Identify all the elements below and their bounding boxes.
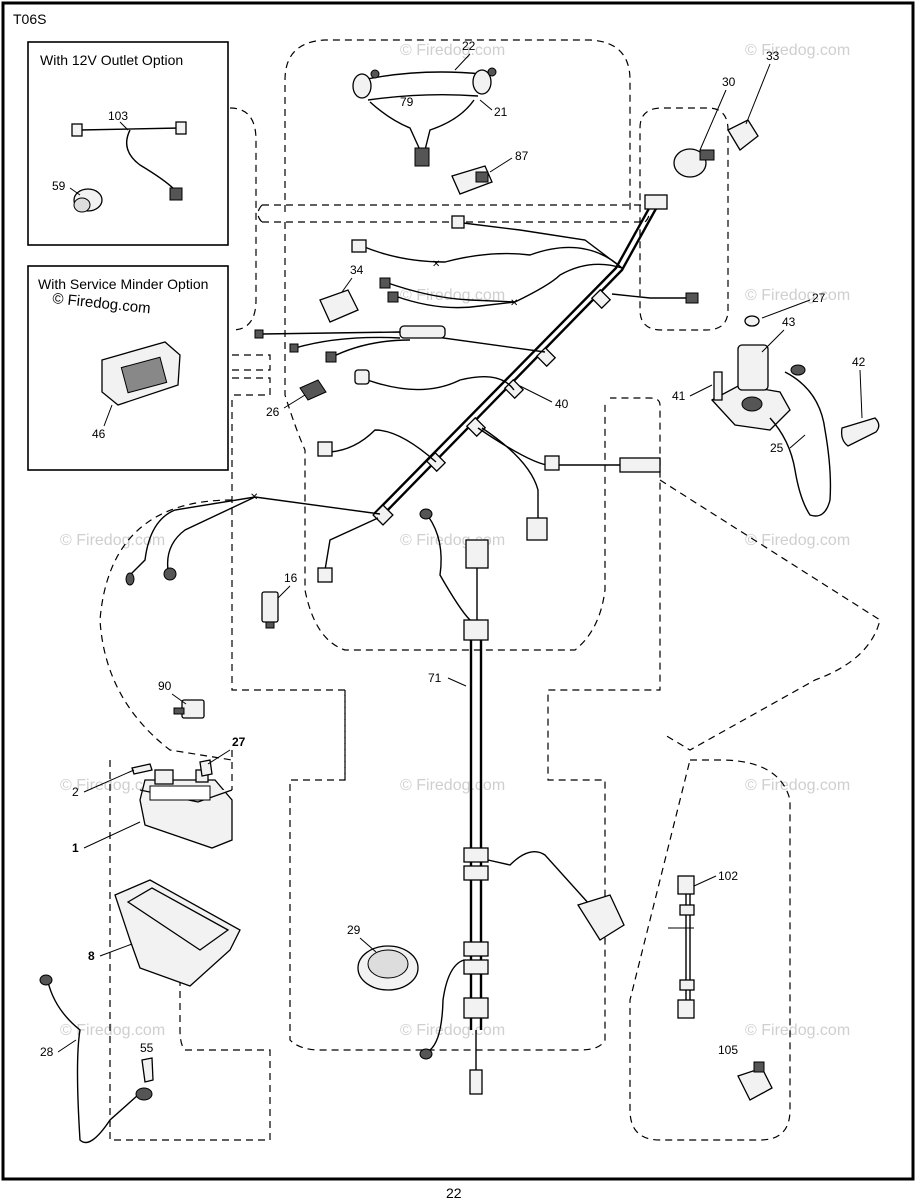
connector-icon bbox=[644, 194, 668, 210]
bolt-icon bbox=[713, 371, 723, 401]
callout-105: 105 bbox=[718, 1043, 738, 1057]
callout-26: 26 bbox=[266, 405, 280, 419]
headlight-assembly: 22 79 21 bbox=[352, 39, 508, 167]
connector-icon bbox=[169, 187, 183, 201]
callout-27: 27 bbox=[232, 735, 246, 749]
nut-icon bbox=[199, 759, 213, 777]
callout-79: 79 bbox=[400, 95, 414, 109]
connector-icon bbox=[71, 123, 83, 137]
solenoid-105-part: 105 bbox=[718, 1043, 773, 1101]
callout-43: 43 bbox=[782, 315, 796, 329]
callout-40: 40 bbox=[555, 397, 569, 411]
watermark: © Firedog.com bbox=[60, 1022, 165, 1039]
connector-icon bbox=[351, 239, 367, 253]
callout-33: 33 bbox=[766, 49, 780, 63]
callout-25: 25 bbox=[770, 441, 784, 455]
watermark: © Firedog.com bbox=[745, 1022, 850, 1039]
watermarks: © Firedog.com © Firedog.com © Firedog.co… bbox=[60, 42, 850, 1039]
connector-icon bbox=[677, 875, 695, 895]
terminal-boot-icon bbox=[840, 417, 880, 447]
svg-text:✕: ✕ bbox=[510, 298, 518, 309]
fuse-icon bbox=[299, 379, 327, 401]
diode-part: 90 bbox=[158, 679, 205, 719]
callout-87: 87 bbox=[515, 149, 529, 163]
pto-switch-icon bbox=[319, 289, 359, 323]
connector-icon bbox=[414, 147, 430, 167]
callout-21: 21 bbox=[494, 105, 508, 119]
inset-outlet-title: With 12V Outlet Option bbox=[40, 52, 183, 68]
callout-42: 42 bbox=[852, 355, 866, 369]
seat-switch-part: 16 bbox=[261, 571, 298, 629]
watermark: © Firedog.com bbox=[400, 42, 505, 59]
frame-outline bbox=[99, 39, 881, 1141]
page-number: 22 bbox=[446, 1185, 462, 1200]
battery-assembly: 27 2 1 bbox=[72, 735, 246, 855]
fuse-holder-part: 102 bbox=[668, 869, 738, 1019]
battery-tray: 8 bbox=[88, 879, 241, 987]
callout-55: 55 bbox=[140, 1041, 154, 1055]
horn-part: 29 bbox=[347, 923, 419, 991]
inset-minder-title: With Service Minder Option bbox=[38, 276, 208, 292]
callout-2: 2 bbox=[72, 785, 79, 799]
callout-71: 71 bbox=[428, 671, 442, 685]
solenoid-icon bbox=[737, 344, 769, 391]
callout-29: 29 bbox=[347, 923, 361, 937]
callout-30: 30 bbox=[722, 75, 736, 89]
page-label: T06S bbox=[13, 11, 46, 27]
connector-icon bbox=[175, 121, 187, 135]
svg-text:✕: ✕ bbox=[432, 259, 440, 270]
watermark: © Firedog.com bbox=[745, 777, 850, 794]
ignition-switch-icon bbox=[673, 148, 707, 178]
callout-102: 102 bbox=[718, 869, 738, 883]
callout-46: 46 bbox=[92, 427, 106, 441]
washer-icon bbox=[744, 315, 760, 327]
watermark: © Firedog.com bbox=[60, 777, 165, 794]
connector-icon bbox=[526, 517, 548, 541]
ground-cable: 28 55 bbox=[39, 974, 154, 1144]
fuse-part: 26 bbox=[266, 379, 327, 419]
connector-icon bbox=[451, 215, 465, 229]
watermark: © Firedog.com bbox=[745, 287, 850, 304]
callout-28: 28 bbox=[40, 1045, 54, 1059]
main-wiring-harness: ✕ ✕ ✕ 40 bbox=[125, 194, 699, 586]
inset-service-minder: With Service Minder Option © Firedog.com… bbox=[27, 265, 229, 471]
watermark: © Firedog.com bbox=[60, 532, 165, 549]
watermark: © Firedog.com bbox=[400, 1022, 505, 1039]
callout-103: 103 bbox=[108, 109, 128, 123]
ignition-switch: 30 33 bbox=[673, 49, 780, 178]
callout-90: 90 bbox=[158, 679, 172, 693]
callout-41: 41 bbox=[672, 389, 686, 403]
callout-59: 59 bbox=[52, 179, 66, 193]
solenoid-icon bbox=[737, 1067, 773, 1101]
bolt-icon bbox=[141, 1057, 154, 1083]
watermark: © Firedog.com bbox=[745, 532, 850, 549]
relay-part: 87 bbox=[451, 149, 529, 195]
callout-27: 27 bbox=[812, 291, 826, 305]
callout-34: 34 bbox=[350, 263, 364, 277]
switch-part: 34 bbox=[319, 263, 364, 323]
callout-16: 16 bbox=[284, 571, 298, 585]
svg-text:✕: ✕ bbox=[250, 492, 258, 503]
watermark: © Firedog.com bbox=[745, 42, 850, 59]
watermark: © Firedog.com bbox=[400, 532, 505, 549]
ignition-key-module-icon bbox=[727, 119, 759, 151]
watermark: © Firedog.com bbox=[400, 777, 505, 794]
headlight-bulb-icon bbox=[352, 73, 372, 99]
inset-12v-outlet: With 12V Outlet Option 103 59 bbox=[27, 41, 229, 246]
callout-1: 1 bbox=[72, 841, 79, 855]
callout-8: 8 bbox=[88, 949, 95, 963]
seat-switch-icon bbox=[261, 591, 279, 623]
rear-harness: 71 bbox=[419, 508, 625, 1095]
callout-22: 22 bbox=[462, 39, 476, 53]
headlight-bulb-icon bbox=[472, 69, 492, 95]
connector-icon bbox=[677, 999, 695, 1019]
diode-module-icon bbox=[181, 699, 205, 719]
bolt-icon bbox=[131, 763, 153, 775]
starter-solenoid: 27 43 41 42 25 bbox=[672, 291, 880, 517]
connector-icon bbox=[577, 894, 625, 941]
